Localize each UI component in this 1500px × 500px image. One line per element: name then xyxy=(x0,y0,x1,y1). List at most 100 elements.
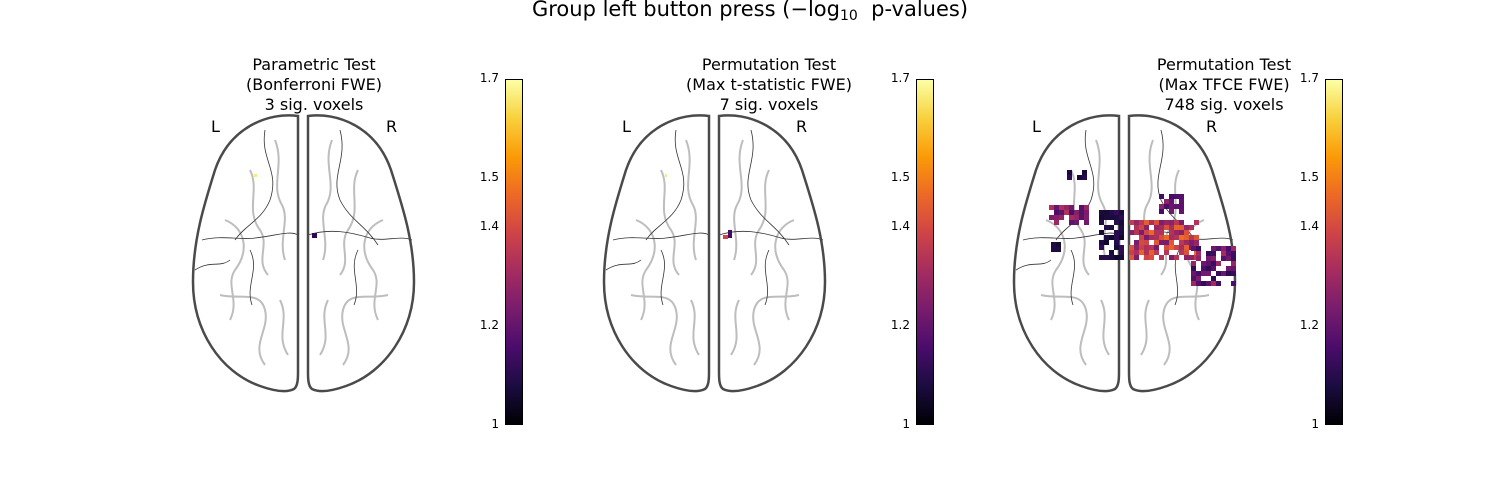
voxel xyxy=(1231,281,1236,286)
voxel xyxy=(1169,194,1174,199)
voxel xyxy=(1114,230,1119,235)
voxel xyxy=(1074,220,1079,225)
colorbar-tick-label: 1.4 xyxy=(890,219,910,234)
voxel xyxy=(1169,255,1174,260)
voxel xyxy=(1174,225,1179,230)
voxel xyxy=(1196,256,1201,261)
sulcus-outline xyxy=(630,294,678,366)
voxel xyxy=(1226,256,1231,261)
colorbar-tick-label: 1.2 xyxy=(1299,318,1319,333)
sulcus-outline xyxy=(1140,299,1150,356)
panel-1-colorbar xyxy=(505,79,523,425)
voxel xyxy=(1211,261,1216,266)
voxel xyxy=(1221,251,1226,256)
sulcus-outline xyxy=(363,219,384,321)
voxel xyxy=(1206,281,1211,286)
voxel xyxy=(1184,230,1189,235)
colorbar-tick-label: 1.7 xyxy=(890,71,910,85)
voxel xyxy=(1191,261,1196,266)
voxel xyxy=(1159,204,1164,209)
voxel xyxy=(1159,240,1164,245)
voxel xyxy=(1129,230,1134,235)
voxel xyxy=(1164,220,1169,225)
panel-3-title-line-1: Permutation Test xyxy=(1156,55,1292,74)
voxel xyxy=(1134,245,1139,250)
sulcus-outline xyxy=(1070,169,1090,276)
sulcus-outline xyxy=(752,294,800,366)
voxel xyxy=(1169,220,1174,225)
voxel xyxy=(723,235,728,239)
voxel xyxy=(1164,225,1169,230)
sulcus-outline xyxy=(1045,219,1066,321)
voxel xyxy=(1104,215,1109,220)
voxel xyxy=(1077,175,1082,180)
figure-title: Group left button press (−log10 p-values… xyxy=(0,0,1500,24)
figure-title-suffix: p-values) xyxy=(857,0,969,21)
vessel-outline xyxy=(353,249,359,306)
voxel xyxy=(1144,245,1149,250)
panel-1-left-label: L xyxy=(211,117,220,136)
voxel xyxy=(1154,250,1159,255)
voxel xyxy=(1134,220,1139,225)
panel-1-title-line-1: Parametric Test xyxy=(252,55,376,74)
voxel xyxy=(1084,210,1089,215)
sulcus-outline xyxy=(1162,294,1210,366)
sulcus-outline xyxy=(339,169,359,276)
voxel xyxy=(1129,250,1134,255)
colorbar-tick-label: 1.4 xyxy=(1299,219,1319,234)
voxel xyxy=(1184,250,1189,255)
voxel xyxy=(1109,210,1114,215)
voxel xyxy=(1169,230,1174,235)
left-hemisphere-outline xyxy=(1012,114,1121,393)
voxel xyxy=(1139,225,1144,230)
voxel xyxy=(1099,210,1104,215)
panel-1-right-label: R xyxy=(386,117,398,136)
voxel xyxy=(1099,215,1104,220)
voxel xyxy=(1164,250,1169,255)
sulcus-outline xyxy=(733,139,744,261)
panel-3-title-line-2: (Max TFCE FWE) xyxy=(1158,75,1290,94)
voxel xyxy=(1169,204,1174,209)
voxel xyxy=(1196,251,1201,256)
voxel xyxy=(1134,250,1139,255)
voxel xyxy=(1189,240,1194,245)
voxel xyxy=(1169,235,1174,240)
voxel xyxy=(1084,220,1089,225)
panel-2-right-label: R xyxy=(796,117,808,136)
voxel xyxy=(1184,255,1189,260)
vessel-outline xyxy=(1015,259,1052,271)
vessel-outline xyxy=(336,129,379,246)
sulcus-outline xyxy=(319,299,329,356)
voxel xyxy=(1067,175,1072,180)
voxel xyxy=(1104,235,1109,240)
voxel xyxy=(1191,276,1196,281)
voxel xyxy=(1082,170,1087,175)
vessel-outline xyxy=(718,230,824,241)
voxel xyxy=(1109,255,1114,260)
sulcus-outline xyxy=(635,219,656,321)
voxel xyxy=(1221,246,1226,251)
voxel xyxy=(1139,245,1144,250)
voxel xyxy=(1129,255,1134,260)
voxel xyxy=(1179,220,1184,225)
panel-3-title-line-3: 748 sig. voxels xyxy=(1164,95,1284,114)
voxel xyxy=(1139,250,1144,255)
voxel xyxy=(1179,199,1184,204)
voxel xyxy=(1069,205,1074,210)
voxel xyxy=(665,174,667,177)
sulcus-outline xyxy=(249,169,269,276)
sulcus-outline xyxy=(279,299,289,356)
left-hemisphere-outline xyxy=(602,114,711,393)
voxel xyxy=(1179,240,1184,245)
vessel-outline xyxy=(660,249,665,306)
voxel xyxy=(1211,256,1216,261)
voxel xyxy=(1149,250,1154,255)
sulcus-outline xyxy=(685,139,697,261)
figure-title-subscript: 10 xyxy=(840,8,858,24)
voxel xyxy=(1169,245,1174,250)
voxel xyxy=(1079,215,1084,220)
voxel xyxy=(1049,205,1054,210)
voxel xyxy=(1169,240,1174,245)
sulcus-outline xyxy=(1040,294,1088,366)
voxel xyxy=(1226,246,1231,251)
